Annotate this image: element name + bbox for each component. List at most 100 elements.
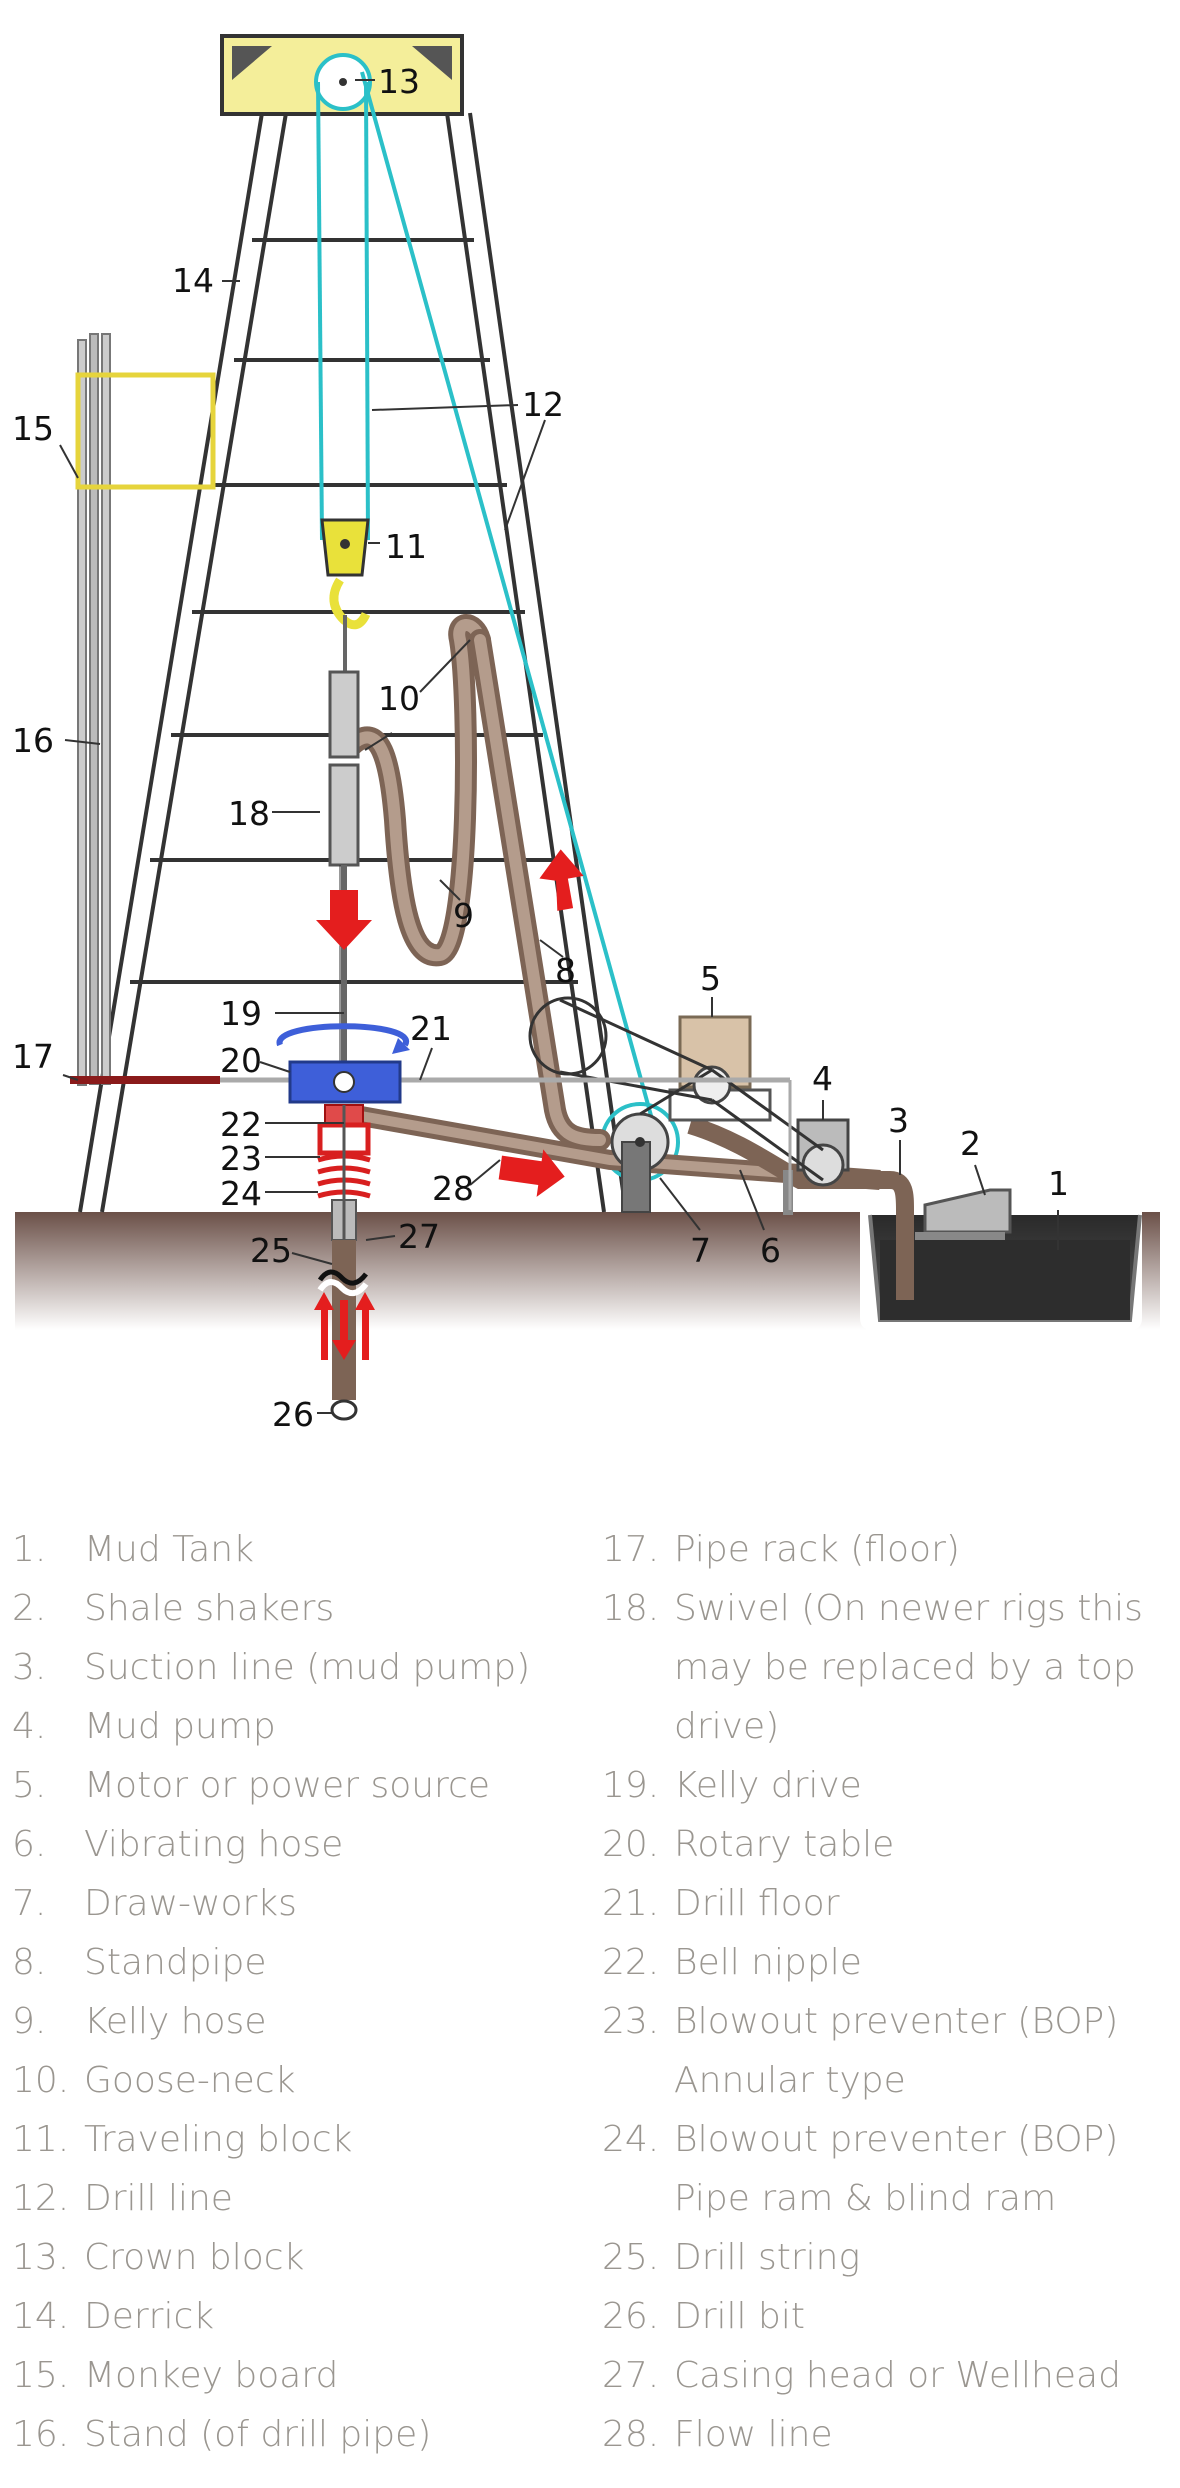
callout-3: 3 xyxy=(888,1101,909,1140)
callout-28: 28 xyxy=(432,1169,474,1208)
legend-item: 28.Flow line xyxy=(590,2405,1150,2464)
legend-number: 18. xyxy=(602,1588,660,1629)
legend-label: Standpipe xyxy=(84,1942,267,1983)
legend-number: 22. xyxy=(602,1942,660,1983)
legend-number: 5. xyxy=(12,1765,47,1806)
legend-number: 9. xyxy=(12,2001,47,2042)
legend-item: 5. Motor or power source xyxy=(0,1756,560,1815)
legend-item: 17.Pipe rack (floor) xyxy=(590,1520,1150,1579)
monkey-board xyxy=(75,372,216,490)
callout-4: 4 xyxy=(812,1059,833,1098)
drill-line xyxy=(316,71,680,1182)
legend-label: Blowout preventer (BOP) Pipe ram & blind… xyxy=(674,2119,1119,2219)
callout-27: 27 xyxy=(398,1217,440,1256)
mud-tank xyxy=(868,1214,1142,1322)
legend-item: 21.Drill floor xyxy=(590,1874,1150,1933)
ground xyxy=(15,1212,1160,1330)
legend-number: 24. xyxy=(602,2119,660,2160)
legend-label: Drill line xyxy=(84,2178,233,2219)
callout-7: 7 xyxy=(690,1231,711,1270)
legend-item: 19.Kelly drive xyxy=(590,1756,1150,1815)
legend-item: 15. Monkey board xyxy=(0,2346,560,2405)
callout-9: 9 xyxy=(453,896,474,935)
legend-item: 22. Bell nipple xyxy=(590,1933,1150,1992)
legend-label: Traveling block xyxy=(84,2119,353,2160)
callout-15: 15 xyxy=(12,409,54,448)
legend-item: 7. Draw-works xyxy=(0,1874,560,1933)
legend-label: Suction line (mud pump) xyxy=(84,1647,531,1688)
legend-number: 7. xyxy=(12,1883,47,1924)
wellbore xyxy=(317,1240,369,1421)
legend-label: Stand (of drill pipe) xyxy=(84,2414,432,2455)
legend-number: 20. xyxy=(602,1824,660,1865)
legend-label: Rotary table xyxy=(674,1824,895,1865)
callout-5: 5 xyxy=(700,959,721,998)
legend-number: 12. xyxy=(12,2178,70,2219)
drill-pipe-stand xyxy=(77,333,111,1086)
bop-stack xyxy=(317,1104,371,1241)
legend-number: 13. xyxy=(12,2237,70,2278)
legend-item: 9.Kelly hose xyxy=(0,1992,560,2051)
callout-21: 21 xyxy=(410,1009,452,1048)
legend-item: 8. Standpipe xyxy=(0,1933,560,1992)
legend-item: 6. Vibrating hose xyxy=(0,1815,560,1874)
legend-item: 27. Casing head or Wellhead xyxy=(590,2346,1150,2405)
kelly xyxy=(328,670,360,1080)
legend-number: 26. xyxy=(602,2296,660,2337)
callout-26: 26 xyxy=(272,1395,314,1434)
callout-6: 6 xyxy=(760,1231,781,1270)
legend-item: 14. Derrick xyxy=(0,2287,560,2346)
legend-label: Casing head or Wellhead xyxy=(674,2355,1121,2396)
callout-8: 8 xyxy=(555,951,576,990)
legend-right-column: 17.Pipe rack (floor) 18. Swivel (On newer … xyxy=(590,1520,1150,2464)
legend-item: 3.Suction line (mud pump) xyxy=(0,1638,560,1697)
legend-label: Monkey board xyxy=(84,2355,339,2396)
legend-number: 2. xyxy=(12,1588,47,1629)
legend-item: 20. Rotary table xyxy=(590,1815,1150,1874)
legend-number: 16. xyxy=(12,2414,70,2455)
legend-number: 8. xyxy=(12,1942,47,1983)
drilling-rig-diagram: 1 2 3 4 5 6 7 8 9 10 11 12 13 14 15 16 1… xyxy=(12,34,1160,1434)
legend-item: 24. Blowout preventer (BOP) Pipe ram & bl… xyxy=(590,2110,1150,2228)
legend-label: Pipe rack (floor) xyxy=(674,1529,960,1570)
mud-pump xyxy=(783,1118,850,1215)
crown-block-frame xyxy=(220,34,464,116)
callout-22: 22 xyxy=(220,1105,262,1144)
legend-label: Motor or power source xyxy=(84,1765,491,1806)
flow-arrows xyxy=(314,849,584,1360)
callout-10: 10 xyxy=(378,679,420,718)
legend-number: 6. xyxy=(12,1824,47,1865)
legend-number: 23. xyxy=(602,2001,660,2042)
callout-18: 18 xyxy=(228,794,270,833)
leader-lines xyxy=(59,79,1059,1414)
legend-label: Draw-works xyxy=(84,1883,297,1924)
legend-label: Drill floor xyxy=(674,1883,840,1924)
legend-label: Vibrating hose xyxy=(84,1824,344,1865)
legend-item: 16. Stand (of drill pipe) xyxy=(0,2405,560,2464)
legend-label: Crown block xyxy=(84,2237,305,2278)
legend-item: 18. Swivel (On newer rigs this may be rep… xyxy=(590,1579,1150,1756)
legend-item: 11. Traveling block xyxy=(0,2110,560,2169)
legend-label: Kelly drive xyxy=(674,1765,862,1806)
legend-number: 27. xyxy=(602,2355,660,2396)
legend-item: 1.Mud Tank xyxy=(0,1520,560,1579)
legend-label: Blowout preventer (BOP) Annular type xyxy=(674,2001,1119,2101)
legend-item: 12. Drill line xyxy=(0,2169,560,2228)
legend-number: 28. xyxy=(602,2414,660,2455)
belt-drive xyxy=(528,996,824,1182)
callout-16: 16 xyxy=(12,721,54,760)
legend-label: Shale shakers xyxy=(84,1588,335,1629)
legend-label: Mud pump xyxy=(84,1706,276,1747)
callout-25: 25 xyxy=(250,1231,292,1270)
callout-17: 17 xyxy=(12,1037,54,1076)
legend-label: Derrick xyxy=(84,2296,215,2337)
legend-label: Bell nipple xyxy=(674,1942,862,1983)
legend-item: 2. Shale shakers xyxy=(0,1579,560,1638)
callout-13: 13 xyxy=(378,62,420,101)
callout-12: 12 xyxy=(522,385,564,424)
legend-number: 14. xyxy=(12,2296,70,2337)
legend-item: 26.Drill bit xyxy=(590,2287,1150,2346)
legend-number: 11. xyxy=(12,2119,70,2160)
legend-label: Swivel (On newer rigs this may be replac… xyxy=(674,1588,1143,1747)
legend-number: 15. xyxy=(12,2355,70,2396)
